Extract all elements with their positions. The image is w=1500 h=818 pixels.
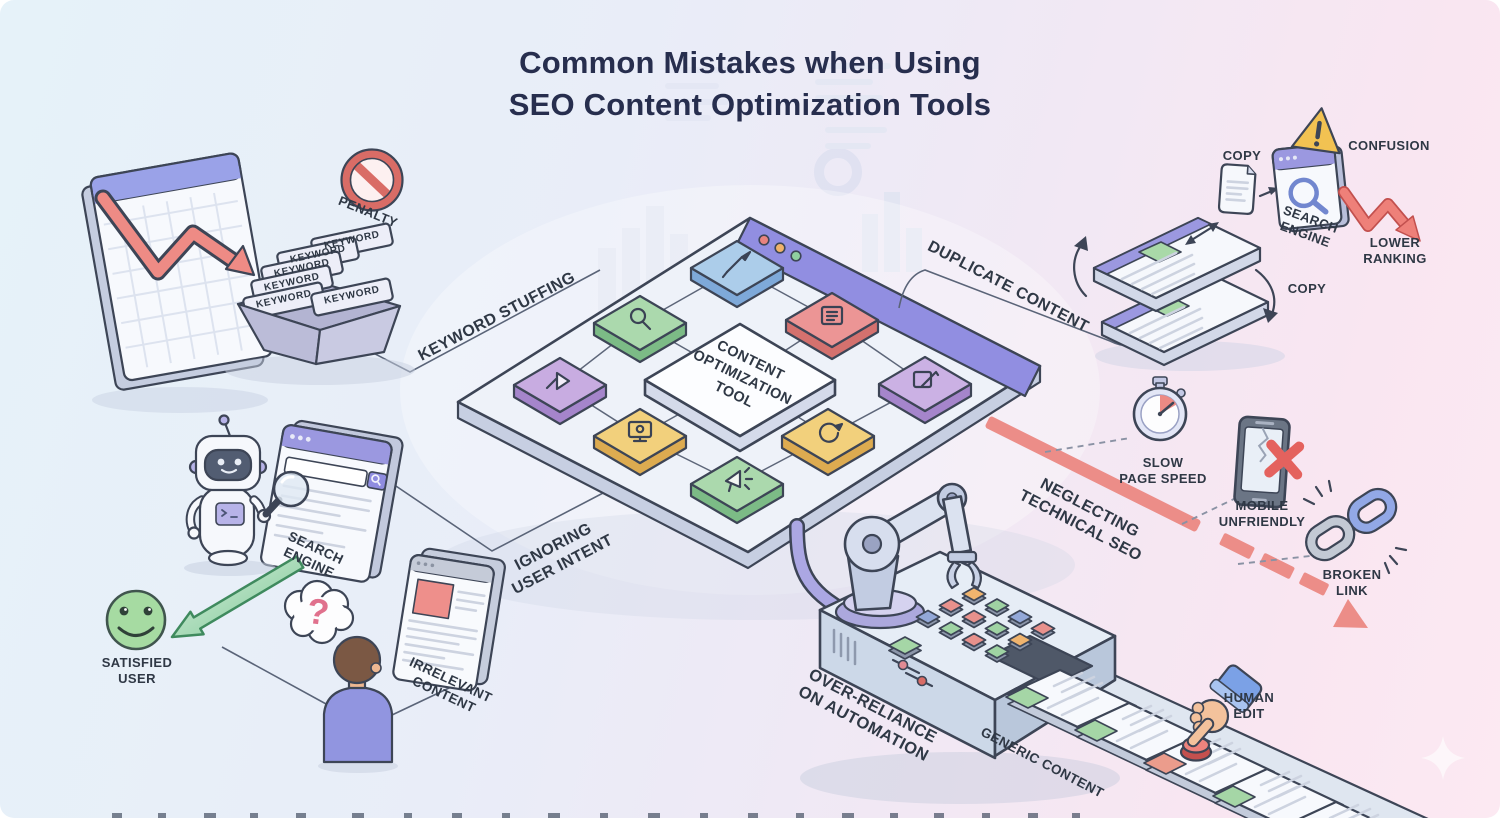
traffic-dots-icon [758, 234, 802, 262]
tile-megaphone-icon [689, 455, 785, 525]
satisfied-user-label: SATISFIED USER [101, 655, 173, 686]
tile-document-icon [784, 291, 880, 361]
tile-pencil-icon [689, 239, 785, 309]
broken-link-icon [1302, 479, 1408, 575]
optimization-platform [456, 216, 1042, 570]
tile-editor-icon [877, 355, 973, 425]
tile-sync-icon [780, 407, 876, 477]
technical-seo-arrow [985, 416, 1368, 628]
robot-icon [184, 414, 310, 576]
machine-buttons [888, 586, 1056, 663]
lower-ranking-label: LOWER RANKING [1363, 235, 1427, 266]
search-browser-icon [260, 419, 404, 583]
green-arrow-icon [170, 555, 305, 639]
sparkle-watermark [1421, 736, 1465, 780]
trend-down-arrow-icon [94, 189, 256, 281]
human-hand-icon [1186, 664, 1263, 748]
tile-media-icon [512, 356, 608, 426]
human-edit-label: HUMAN EDIT [1223, 690, 1275, 721]
satisfied-user-icon [105, 589, 167, 651]
mobile-unfriendly-label: MOBILE UNFRIENDLY [1218, 498, 1306, 529]
tile-monitor-icon [592, 407, 688, 477]
copy-document-icon [1185, 163, 1279, 245]
search-engine-window-icon [1271, 107, 1421, 242]
keyword-basket-icon [225, 222, 415, 385]
slow-page-speed-label: SLOW PAGE SPEED [1119, 455, 1207, 486]
technical-seo-callout-lines [1044, 437, 1311, 565]
declining-chart-icon [81, 152, 273, 413]
duplicate-pages-icon [1073, 216, 1285, 371]
confusion-label: CONFUSION [1348, 138, 1430, 154]
copy-label-top: COPY [1222, 148, 1262, 164]
keyword-cards-icon [242, 222, 394, 321]
ranking-drop-arrow-icon [1338, 186, 1421, 242]
person-icon [318, 635, 398, 773]
red-button-icon [1179, 736, 1213, 762]
broken-phone-icon [1233, 415, 1305, 509]
title-line-2: SEO Content Optimization Tools [508, 86, 992, 122]
machine-sliders [891, 658, 934, 688]
robotic-arm-icon [834, 482, 983, 630]
stopwatch-icon [1132, 376, 1188, 442]
broken-link-label: BROKEN LINK [1322, 567, 1382, 598]
tile-magnifier-icon [592, 294, 688, 364]
title-line-1: Common Mistakes when Using [519, 45, 981, 80]
warning-triangle-icon [1290, 107, 1341, 155]
center-tool-tile [643, 322, 837, 453]
penalty-sign-icon [340, 148, 404, 212]
cropped-text-strip [112, 813, 1080, 818]
irrelevant-document-icon [392, 547, 506, 692]
page-title: Common Mistakes when Using SEO Content O… [0, 42, 1500, 125]
magnifier-icon [262, 470, 310, 518]
copy-label-bottom: COPY [1287, 281, 1327, 297]
